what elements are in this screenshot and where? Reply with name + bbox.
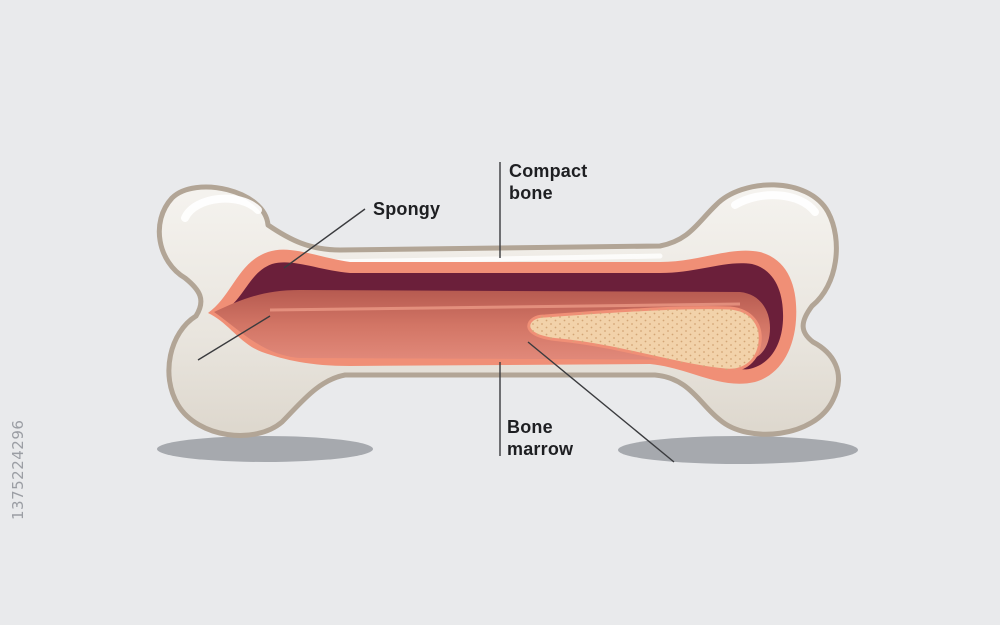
label-compact-bone: Compact bone bbox=[509, 160, 587, 204]
bone-highlight-right bbox=[731, 191, 819, 216]
leader-line-marrow bbox=[527, 341, 675, 463]
bone-shadow-left bbox=[157, 436, 373, 462]
leader-line-spongy bbox=[283, 208, 366, 269]
bone-shadow-right bbox=[618, 436, 858, 464]
stock-id-text: 1375224296 bbox=[9, 419, 27, 520]
label-bone-marrow: Bone marrow bbox=[507, 416, 573, 460]
leader-line-spongy-lower bbox=[197, 315, 271, 361]
bone-highlight-left bbox=[181, 194, 262, 222]
label-compact-bone-line1: Compact bbox=[509, 161, 588, 181]
cavity-inner-line bbox=[269, 302, 741, 312]
label-compact-bone-line2: bone bbox=[509, 183, 553, 203]
label-spongy: Spongy bbox=[373, 199, 441, 219]
bone-marrow-texture bbox=[528, 307, 761, 371]
bone-highlight-shaft bbox=[327, 253, 663, 265]
label-bone-marrow-line2: marrow bbox=[507, 439, 574, 459]
label-bone-marrow-line1: Bone bbox=[507, 417, 553, 437]
